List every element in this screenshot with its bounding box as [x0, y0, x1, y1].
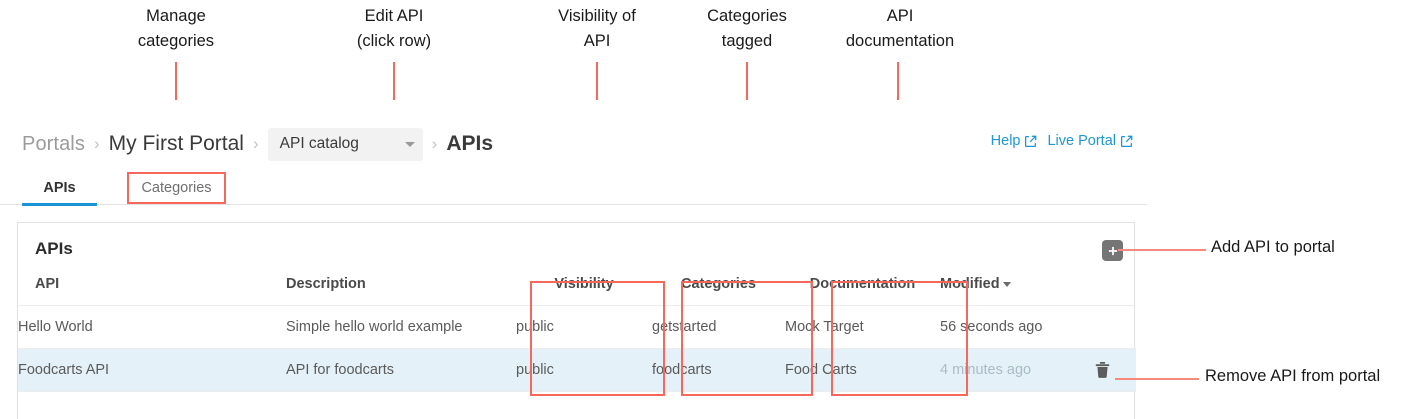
table-row[interactable]: Hello World Simple hello world example p… [18, 305, 1136, 349]
breadcrumb-separator: › [252, 134, 259, 153]
column-header-documentation[interactable]: Documentation [785, 276, 940, 306]
card-header: APIs [18, 223, 1134, 276]
breadcrumb-separator: › [93, 134, 100, 153]
cell-api: Foodcarts API [18, 348, 286, 392]
cell-modified: 4 minutes ago [940, 362, 1032, 378]
help-link[interactable]: Help [991, 133, 1038, 149]
apis-table: API Description Visibility Categories Do… [18, 276, 1136, 392]
annotation-manage-categories: Manage categories [137, 7, 215, 50]
column-header-modified[interactable]: Modified [940, 276, 1136, 306]
breadcrumb: Portals › My First Portal › API catalog … [22, 127, 493, 161]
table-row[interactable]: Foodcarts API API for foodcarts public f… [18, 348, 1136, 392]
leader-line-add-api [1118, 249, 1206, 251]
breadcrumb-portal-name[interactable]: My First Portal [108, 132, 244, 155]
cell-visibility: public [516, 348, 652, 392]
tab-apis[interactable]: APIs [22, 170, 97, 206]
annotation-api-documentation: API documentation [845, 7, 955, 50]
column-header-modified-label: Modified [940, 276, 1000, 292]
breadcrumb-current: APIs [446, 132, 493, 155]
external-link-icon [1024, 135, 1037, 148]
chevron-down-icon [404, 141, 415, 147]
cell-documentation: Mock Target [785, 305, 940, 349]
cell-api: Hello World [18, 305, 286, 349]
app-region: Portals › My First Portal › API catalog … [0, 100, 1147, 419]
cell-modified: 56 seconds ago [940, 305, 1136, 349]
cell-categories: foodcarts [652, 348, 785, 392]
catalog-select[interactable]: API catalog [267, 127, 423, 161]
column-header-api[interactable]: API [18, 276, 286, 306]
annotation-categories-tagged: Categories tagged [707, 7, 787, 50]
trash-icon[interactable] [1095, 361, 1110, 379]
cell-documentation: Food Carts [785, 348, 940, 392]
annotation-visibility-of-api: Visibility of API [558, 7, 636, 50]
table-header-row: API Description Visibility Categories Do… [18, 276, 1136, 306]
tab-categories[interactable]: Categories [141, 179, 212, 196]
plus-icon [1107, 245, 1119, 257]
breadcrumb-portals[interactable]: Portals [22, 132, 85, 155]
live-portal-link[interactable]: Live Portal [1047, 133, 1133, 149]
cell-visibility: public [516, 305, 652, 349]
cell-description: Simple hello world example [286, 305, 516, 349]
card-title: APIs [35, 239, 73, 258]
breadcrumb-separator: › [431, 134, 438, 153]
column-header-categories[interactable]: Categories [652, 276, 785, 306]
annotation-add-api-to-portal: Add API to portal [1211, 238, 1335, 256]
catalog-select-value: API catalog [279, 135, 359, 152]
cell-modified-wrapper: 4 minutes ago [940, 348, 1136, 392]
annotation-remove-api-from-portal: Remove API from portal [1205, 367, 1381, 385]
external-link-icon [1120, 135, 1133, 148]
tab-bar: APIs Categories [0, 170, 1147, 206]
live-portal-link-label: Live Portal [1047, 133, 1116, 149]
leader-line-remove-api [1115, 378, 1199, 380]
cell-categories: getstarted [652, 305, 785, 349]
help-link-label: Help [990, 133, 1021, 149]
sort-descending-icon [1002, 281, 1011, 287]
column-header-visibility[interactable]: Visibility [516, 276, 652, 306]
annotation-edit-api: Edit API (click row) [356, 7, 432, 50]
apis-card: APIs API Description Visibility [17, 222, 1136, 419]
cell-description: API for foodcarts [286, 348, 516, 392]
add-api-button[interactable] [1102, 240, 1123, 261]
header-links: Help Live Portal [991, 133, 1133, 149]
column-header-description[interactable]: Description [286, 276, 516, 306]
